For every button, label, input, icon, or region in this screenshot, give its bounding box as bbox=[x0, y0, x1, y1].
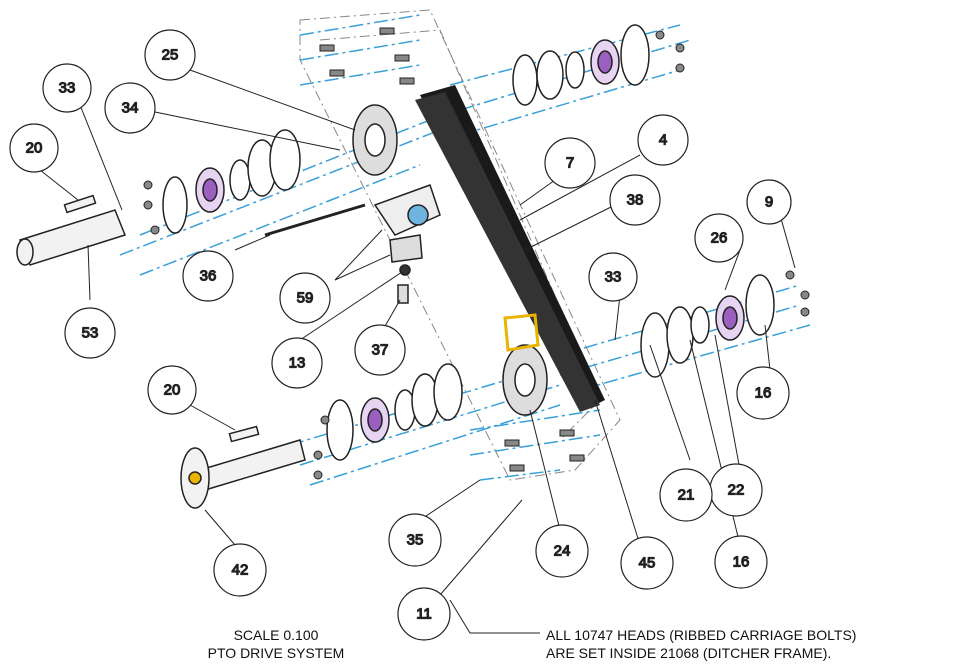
lower-left-bearing-stack bbox=[326, 363, 463, 461]
balloon-37: 37 bbox=[354, 324, 406, 376]
balloon-59: 59 bbox=[279, 272, 331, 324]
note-line-2: ARE SET INSIDE 21068 (DITCHER FRAME). bbox=[546, 645, 832, 661]
balloon-36: 36 bbox=[182, 250, 234, 302]
svg-text:26: 26 bbox=[711, 230, 728, 247]
balloon-22: 22 bbox=[709, 463, 763, 517]
input-shaft bbox=[16, 194, 126, 266]
svg-text:11: 11 bbox=[416, 606, 432, 623]
svg-text:21: 21 bbox=[678, 487, 695, 504]
svg-text:45: 45 bbox=[639, 555, 656, 572]
svg-text:33: 33 bbox=[605, 269, 622, 286]
svg-text:35: 35 bbox=[407, 532, 424, 549]
balloon-13: 13 bbox=[271, 337, 323, 389]
drawing-caption: SCALE 0.100 PTO DRIVE SYSTEM bbox=[186, 626, 366, 662]
balloon-26: 26 bbox=[694, 213, 744, 263]
balloon-35: 35 bbox=[388, 513, 442, 567]
balloon-38: 38 bbox=[609, 174, 661, 226]
svg-text:20: 20 bbox=[26, 140, 43, 157]
svg-text:9: 9 bbox=[765, 194, 773, 211]
balloon-11: 11 bbox=[397, 587, 451, 641]
tension-bracket bbox=[503, 313, 540, 352]
balloon-9: 9 bbox=[746, 179, 792, 225]
balloon-42: 42 bbox=[213, 543, 267, 597]
svg-text:36: 36 bbox=[200, 268, 217, 285]
svg-text:38: 38 bbox=[627, 192, 644, 209]
upper-sprocket bbox=[352, 104, 398, 176]
balloon-24: 24 bbox=[535, 524, 589, 578]
svg-text:7: 7 bbox=[566, 155, 574, 172]
balloon-20-upper: 20 bbox=[9, 123, 59, 173]
svg-text:13: 13 bbox=[289, 355, 306, 372]
assembly-title: PTO DRIVE SYSTEM bbox=[207, 645, 345, 661]
svg-text:16: 16 bbox=[733, 554, 750, 571]
svg-text:16: 16 bbox=[755, 385, 772, 402]
balloon-20-lower: 20 bbox=[147, 365, 197, 415]
note-line-1: ALL 10747 HEADS (RIBBED CARRIAGE BOLTS) bbox=[546, 627, 857, 643]
idler-arm bbox=[264, 184, 441, 304]
balloon-34: 34 bbox=[104, 82, 156, 134]
svg-text:4: 4 bbox=[659, 132, 667, 149]
balloon-7: 7 bbox=[544, 137, 596, 189]
balloons: 25 33 34 20 36 53 59 13 37 7 4 38 9 26 3… bbox=[9, 29, 792, 641]
assembly-note: ALL 10747 HEADS (RIBBED CARRIAGE BOLTS) … bbox=[546, 626, 856, 662]
balloon-33-lower: 33 bbox=[588, 252, 638, 302]
svg-text:42: 42 bbox=[232, 562, 249, 579]
svg-text:25: 25 bbox=[162, 47, 179, 64]
output-shaft bbox=[180, 425, 306, 509]
balloon-16-lower: 16 bbox=[714, 535, 768, 589]
bolts bbox=[143, 27, 810, 480]
svg-text:24: 24 bbox=[554, 543, 571, 560]
svg-text:33: 33 bbox=[59, 80, 76, 97]
svg-text:53: 53 bbox=[82, 325, 99, 342]
svg-text:59: 59 bbox=[297, 290, 314, 307]
balloon-4: 4 bbox=[637, 114, 689, 166]
svg-text:34: 34 bbox=[122, 100, 139, 117]
drive-chain bbox=[415, 85, 605, 412]
svg-text:37: 37 bbox=[372, 342, 389, 359]
svg-text:20: 20 bbox=[164, 382, 181, 399]
balloon-21: 21 bbox=[659, 468, 713, 522]
balloon-45: 45 bbox=[620, 536, 674, 590]
balloon-16-upper: 16 bbox=[736, 366, 790, 420]
balloon-25: 25 bbox=[144, 29, 196, 81]
scale-label: SCALE 0.100 bbox=[233, 627, 319, 643]
lower-right-bearing-stack bbox=[640, 274, 775, 378]
balloon-33-upper: 33 bbox=[42, 63, 92, 113]
upper-right-bearing-stack bbox=[512, 24, 650, 106]
svg-text:22: 22 bbox=[728, 482, 745, 499]
upper-left-bearing-stack bbox=[162, 129, 301, 234]
lower-sprocket bbox=[502, 344, 548, 416]
balloon-53: 53 bbox=[64, 307, 116, 359]
